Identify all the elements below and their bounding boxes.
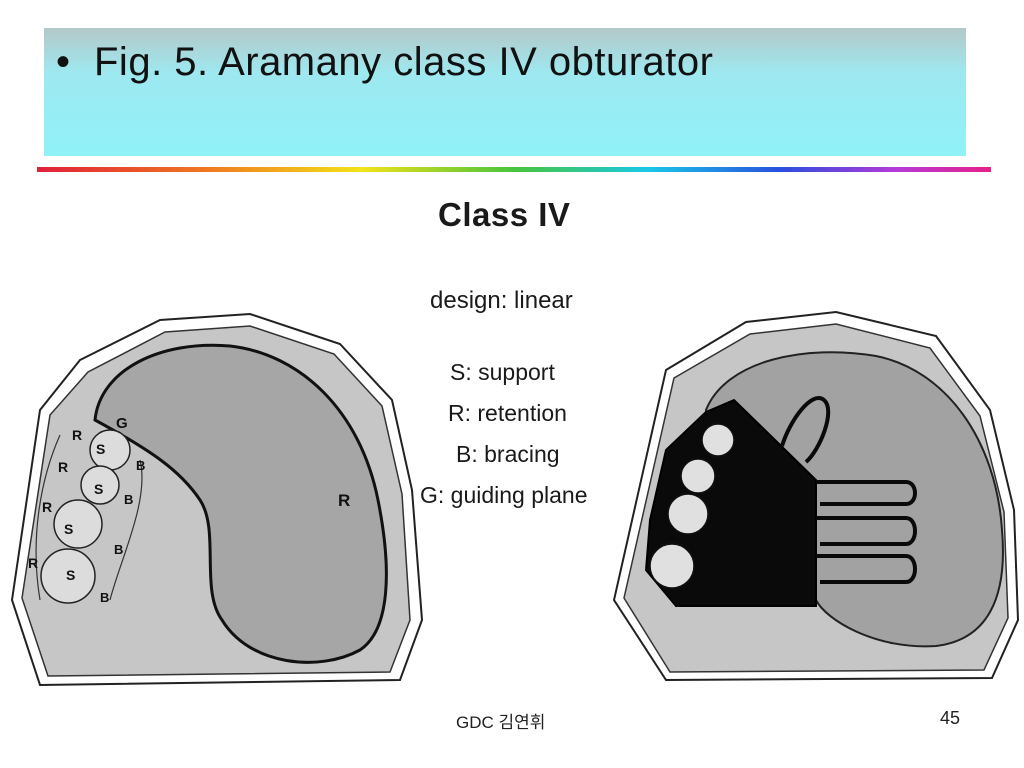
left-tooth-2 <box>80 465 120 505</box>
left-label-b-3: B <box>114 542 123 557</box>
left-tooth-4 <box>40 548 96 604</box>
legend-retention: R: retention <box>448 400 567 426</box>
left-label-g: G <box>116 415 128 432</box>
figure-heading: Class IV <box>438 196 571 233</box>
left-label-r-3: R <box>42 499 52 515</box>
left-label-s-3: S <box>64 521 73 537</box>
left-label-r-4: R <box>28 555 38 571</box>
left-clasp-lines <box>35 434 143 601</box>
left-obturator-plate <box>93 343 388 664</box>
title-prefix: Fig. 5. <box>94 40 209 84</box>
left-label-r-2: R <box>58 459 68 475</box>
left-label-r-1: R <box>72 427 82 443</box>
right-retention-loops <box>780 396 917 584</box>
left-tooth-3 <box>53 499 103 549</box>
right-tooth-2 <box>680 458 716 494</box>
left-label-s-1: S <box>96 441 105 457</box>
slide-title: • Fig. 5. Aramany class IV obturator <box>56 40 713 85</box>
right-framework-drawing <box>612 310 1020 682</box>
left-label-b-2: B <box>124 492 133 507</box>
legend: S: support R: retention B: bracing G: gu… <box>420 352 630 516</box>
left-label-s-2: S <box>94 481 103 497</box>
left-label-r-large: R <box>338 491 350 510</box>
title-box: • Fig. 5. Aramany class IV obturator <box>44 28 966 156</box>
design-label: design: linear <box>430 287 573 314</box>
right-tooth-3 <box>667 493 709 535</box>
right-tooth-4 <box>649 543 695 589</box>
rainbow-divider <box>37 167 991 172</box>
left-label-s-4: S <box>66 567 75 583</box>
title-rest: Aramany class IV obturator <box>208 40 714 84</box>
legend-support: S: support <box>450 359 555 385</box>
legend-bracing: B: bracing <box>456 441 560 467</box>
left-label-b-4: B <box>100 590 109 605</box>
right-tooth-1 <box>701 423 735 457</box>
page-number: 45 <box>940 708 961 728</box>
footer-author: GDC 김연휘 <box>456 713 546 732</box>
left-obturator-drawing: G R R R R R S S S S B B B B <box>10 312 424 687</box>
title-bullet: • <box>56 40 71 84</box>
left-label-b-1: B <box>136 458 145 473</box>
legend-guiding-plane: G: guiding plane <box>420 482 588 508</box>
